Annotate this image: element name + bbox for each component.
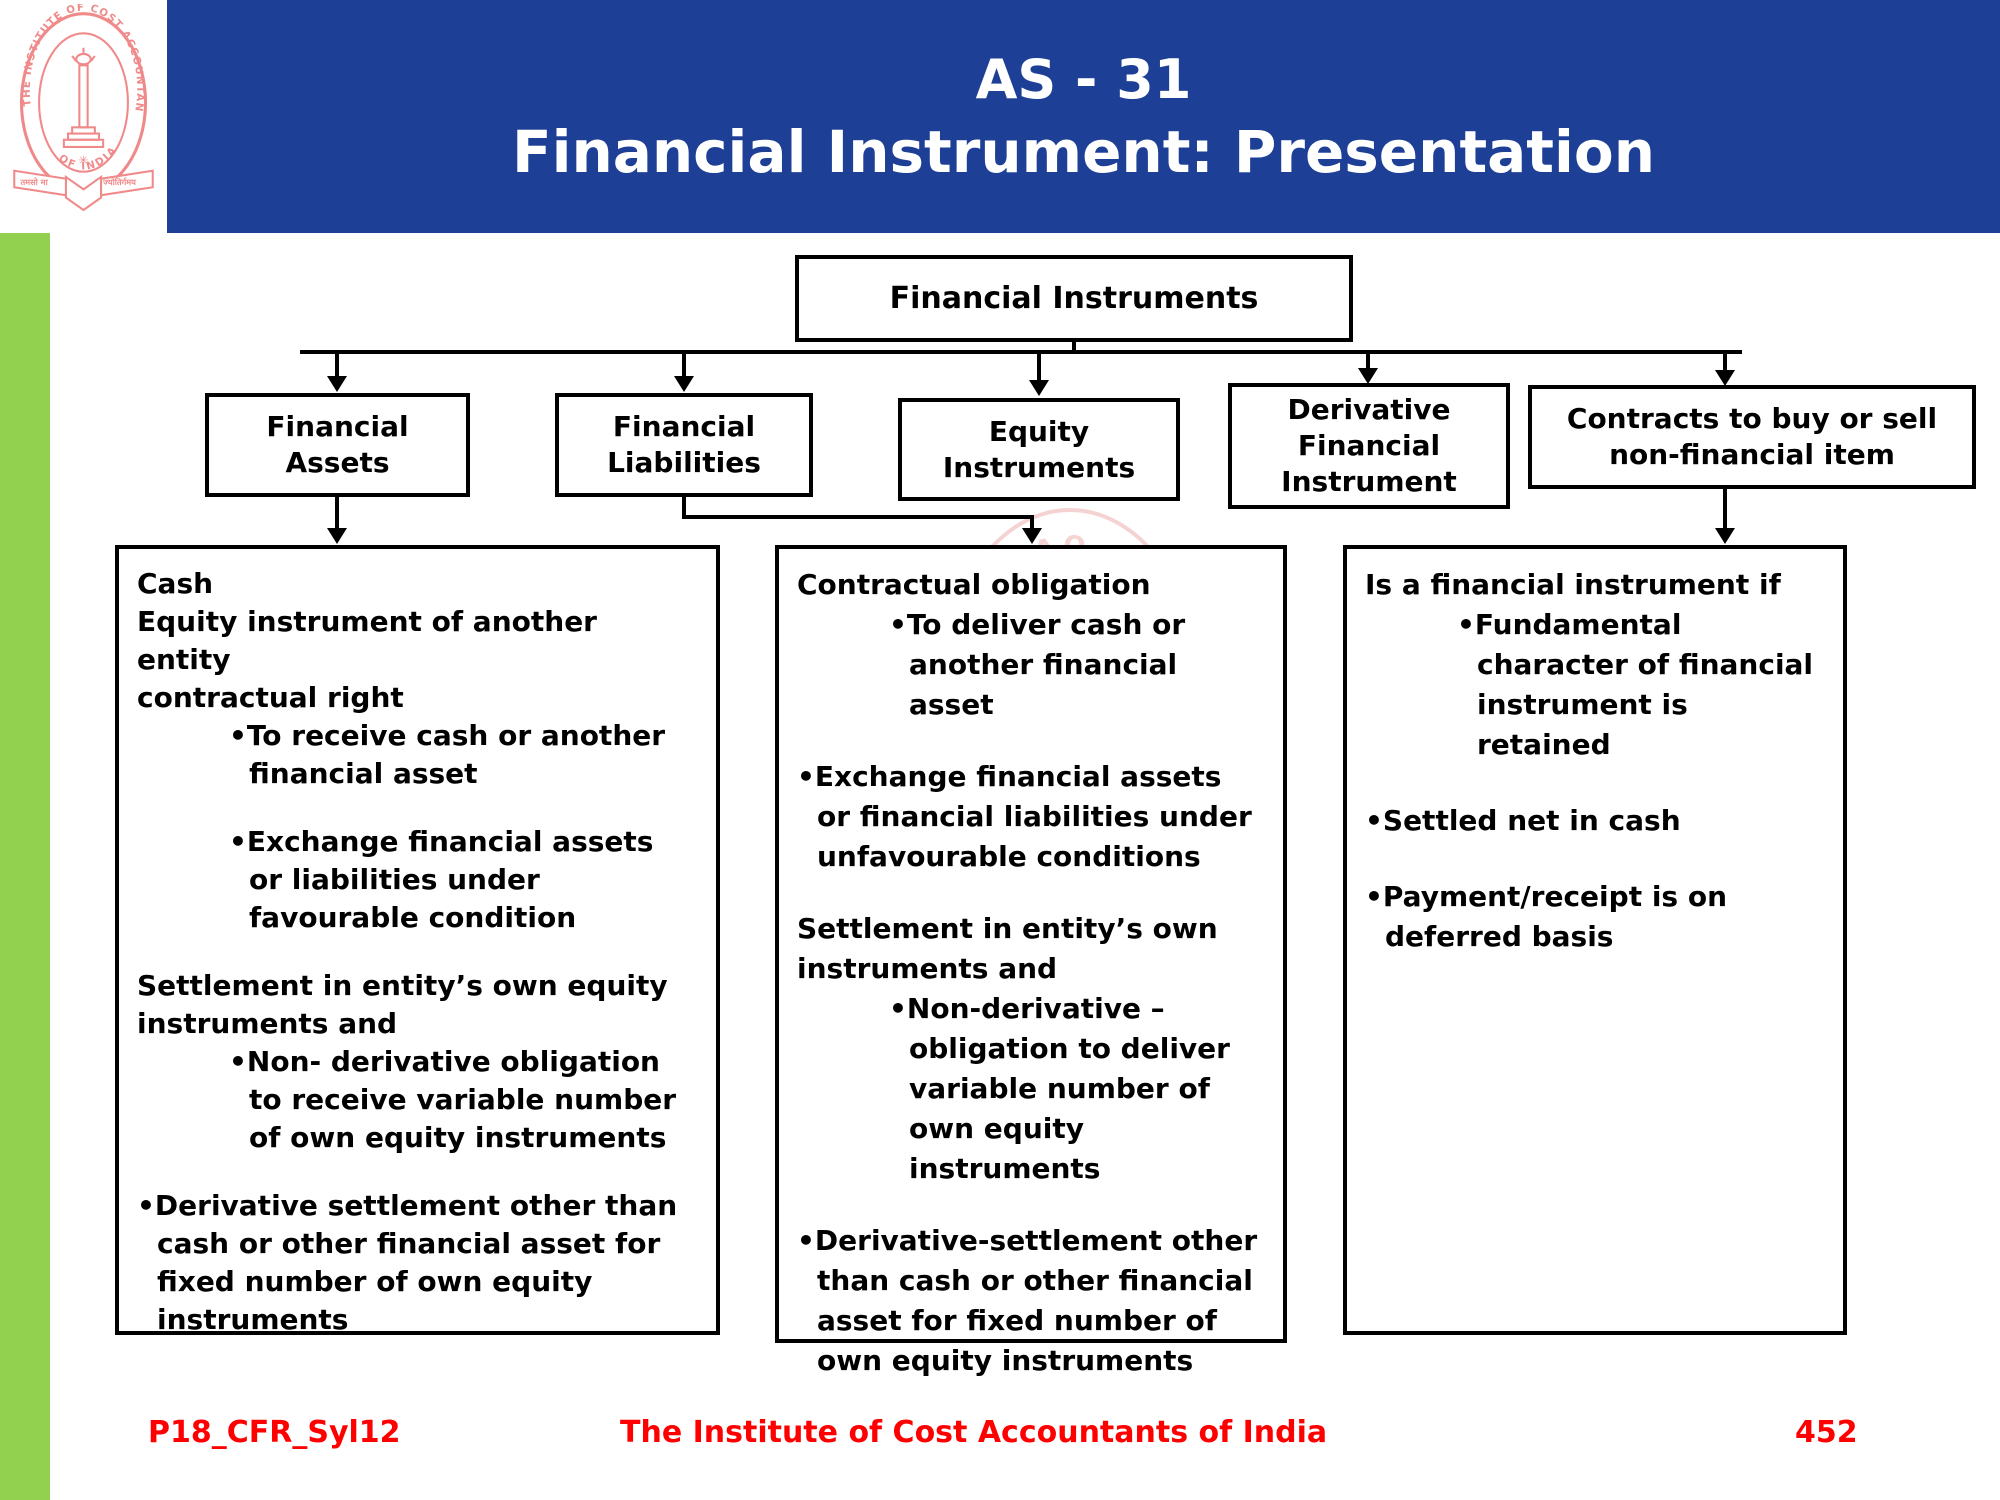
logo-ribbon-right: ज्योतिर्गमय (102, 177, 137, 187)
detail-item: •Payment/receipt is on deferred basis (1365, 880, 1728, 953)
arrow-down-ei (1029, 380, 1049, 396)
detail-box-financial-liabilities: Contractual obligation •To deliver cash o… (775, 545, 1287, 1377)
arrow-fa-detail (327, 528, 347, 544)
node-financial-assets: Financial Assets (205, 393, 470, 497)
connector-fl-elbow-down (682, 497, 686, 518)
node-financial-liabilities: Financial Liabilities (555, 393, 813, 497)
institute-logo: THE INSTITUTE OF COST ACCOUNTANTS OF IND… (0, 0, 167, 233)
footer-page-number: 452 (1795, 1415, 1858, 1450)
detail-item: Equity instrument of another entity cont… (137, 605, 597, 714)
detail-item: •Derivative-settlement other than cash o… (797, 1224, 1258, 1377)
arrow-down-fa (327, 376, 347, 392)
logo-ribbon-left: तमसो मा (19, 177, 48, 187)
connector-main-rail (300, 350, 1742, 354)
footer-institute-name: The Institute of Cost Accountants of Ind… (620, 1415, 1328, 1450)
institute-seal-icon: THE INSTITUTE OF COST ACCOUNTANTS OF IND… (6, 4, 154, 212)
connector-ct-detail (1723, 489, 1727, 528)
detail-item: •Fundamental character of financial inst… (1457, 608, 1814, 761)
node-equity-instruments: Equity Instruments (898, 398, 1180, 501)
connector-drop-ei (1037, 354, 1041, 380)
detail-item: Settlement in entity’s own equity instru… (137, 969, 668, 1040)
connector-drop-dfi (1366, 354, 1370, 368)
connector-drop-fl (682, 354, 686, 376)
arrow-down-fl (674, 376, 694, 392)
detail-item: •To receive cash or another financial as… (229, 719, 666, 790)
arrow-down-dfi (1358, 368, 1378, 384)
detail-item: Settlement in entity’s own instruments a… (797, 912, 1218, 985)
detail-item: •Settled net in cash (1365, 804, 1681, 837)
footer-course-code: P18_CFR_Syl12 (148, 1415, 401, 1450)
connector-fl-elbow-right (682, 515, 1034, 519)
left-accent-bar (0, 233, 50, 1500)
slide-title-line2: Financial Instrument: Presentation (511, 117, 1656, 186)
connector-drop-ct (1723, 354, 1727, 370)
node-derivative-financial-instrument: Derivative Financial Instrument (1228, 383, 1510, 509)
node-financial-instruments: Financial Instruments (795, 255, 1353, 342)
detail-item: Is a financial instrument if (1365, 568, 1781, 601)
slide-title-bar: AS - 31 Financial Instrument: Presentati… (167, 0, 2000, 233)
connector-fa-detail (335, 497, 339, 528)
detail-item: •Non- derivative obligation to receive v… (229, 1045, 677, 1154)
detail-item: •Non-derivative – obligation to deliver … (889, 992, 1230, 1185)
slide-title-line1: AS - 31 (975, 47, 1192, 111)
detail-item: •Exchange financial assets or financial … (797, 760, 1252, 873)
detail-item: •Derivative settlement other than cash o… (137, 1189, 678, 1336)
arrow-down-ct (1715, 370, 1735, 386)
detail-box-contracts: Is a financial instrument if •Fundamental… (1343, 545, 1847, 1335)
arrow-ct-detail (1715, 528, 1735, 544)
connector-drop-fa (335, 354, 339, 376)
detail-item: •To deliver cash or another financial as… (889, 608, 1186, 721)
svg-text:✳: ✳ (78, 153, 88, 168)
arrow-fl-detail (1022, 528, 1042, 544)
connector-root-stub (1072, 342, 1076, 352)
detail-item: Cash (137, 567, 214, 600)
connector-fl-elbow-drop (1030, 519, 1034, 529)
detail-item: Contractual obligation (797, 568, 1151, 601)
node-contracts-buy-sell: Contracts to buy or sell non-financial i… (1528, 385, 1976, 489)
detail-item: •Exchange financial assets or liabilitie… (229, 825, 654, 934)
